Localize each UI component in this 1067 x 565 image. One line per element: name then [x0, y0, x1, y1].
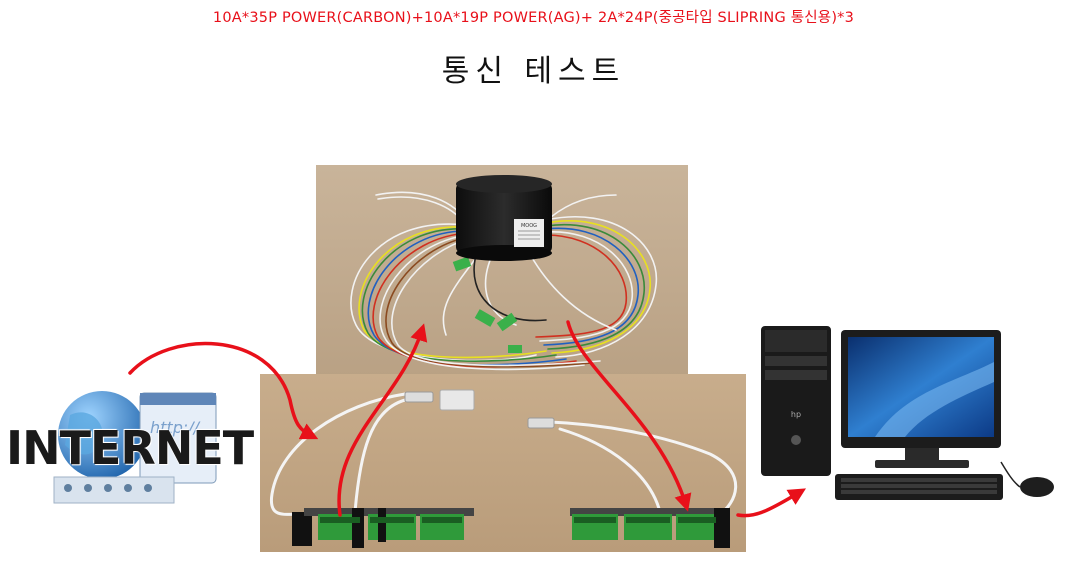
svg-text:http://: http://: [150, 418, 201, 437]
arrow-board-to-slipring: [337, 323, 428, 517]
terminal-boards-photo: [260, 374, 746, 552]
header-subtitle: 10A*35P POWER(CARBON)+10A*19P POWER(AG)+…: [212, 10, 855, 26]
arrow-board-to-computer: [736, 488, 807, 518]
globe-browser-icon: http://: [53, 391, 217, 504]
arrow-internet-to-board: [128, 341, 319, 440]
slipring-photo: MOOG: [316, 165, 688, 378]
slipring-label: MOOG: [521, 223, 537, 229]
desktop-computer-icon: hp: [761, 326, 1054, 500]
internet-graphic: http://: [40, 385, 240, 515]
tower-brand: hp: [791, 410, 801, 419]
page-title: 통신 테스트: [441, 54, 626, 89]
internet-label: INTERNET: [6, 421, 254, 475]
desktop-computer: hp: [755, 322, 1060, 507]
arrow-slipring-to-board: [566, 320, 692, 512]
